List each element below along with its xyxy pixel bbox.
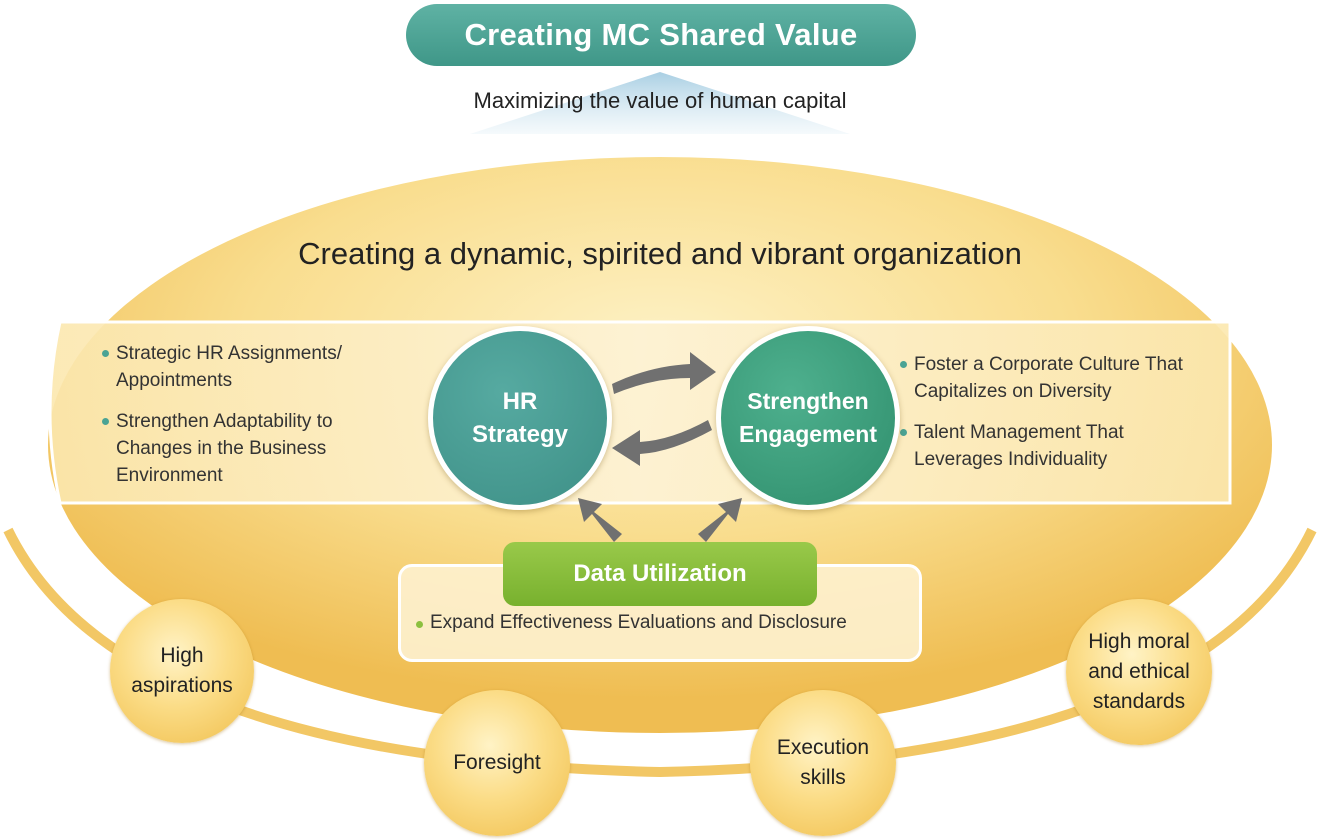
value-foresight: Foresight bbox=[424, 690, 570, 836]
engagement-bullets: Foster a Corporate Culture That Capitali… bbox=[898, 351, 1208, 487]
hr-strategy-label-line1: HR bbox=[502, 388, 538, 415]
organization-heading: Creating a dynamic, spirited and vibrant… bbox=[298, 236, 1022, 271]
strategy-band bbox=[48, 320, 1232, 505]
bullet-item: Strategic HR Assignments/ Appointments bbox=[100, 340, 400, 394]
value-label-line: High moral bbox=[1088, 630, 1190, 653]
arrow-data-to-hr bbox=[578, 498, 622, 542]
bullet-item: Strengthen Adaptability to Changes in th… bbox=[100, 408, 400, 489]
value-moral-ethical-standards: High moral and ethical standards bbox=[1066, 599, 1212, 745]
engagement-label-line1: Strengthen bbox=[747, 388, 869, 414]
arrow-data-to-engagement bbox=[698, 498, 742, 542]
value-triangle bbox=[470, 72, 850, 134]
hr-strategy-label-line2: Strategy bbox=[471, 421, 569, 448]
arrow-hr-to-engagement bbox=[612, 352, 716, 394]
engagement-label-line2: Engagement bbox=[738, 421, 878, 447]
value-label-line: standards bbox=[1092, 690, 1186, 713]
hr-strategy-circle: HR Strategy bbox=[428, 326, 612, 510]
data-utilization-bullet: Expand Effectiveness Evaluations and Dis… bbox=[412, 612, 912, 634]
value-high-aspirations: High aspirations bbox=[110, 599, 254, 743]
page-title: Creating MC Shared Value bbox=[406, 4, 916, 66]
value-label-line: aspirations bbox=[131, 674, 233, 697]
bullet-item: Foster a Corporate Culture That Capitali… bbox=[898, 351, 1208, 405]
value-execution-skills: Execution skills bbox=[750, 690, 896, 836]
value-label-line: Execution bbox=[776, 736, 870, 759]
hr-strategy-bullets: Strategic HR Assignments/ Appointments S… bbox=[100, 340, 400, 503]
arrow-engagement-to-hr bbox=[612, 420, 712, 466]
engagement-circle: Strengthen Engagement bbox=[716, 326, 900, 510]
value-label-line: skills bbox=[800, 766, 846, 789]
value-label-line: and ethical bbox=[1088, 660, 1190, 683]
value-label-line: Foresight bbox=[453, 751, 541, 774]
data-utilization-label: Data Utilization bbox=[503, 542, 817, 606]
value-label-line: High bbox=[160, 644, 204, 667]
bullet-item: Talent Management That Leverages Individ… bbox=[898, 419, 1208, 473]
subtitle: Maximizing the value of human capital bbox=[473, 88, 847, 113]
